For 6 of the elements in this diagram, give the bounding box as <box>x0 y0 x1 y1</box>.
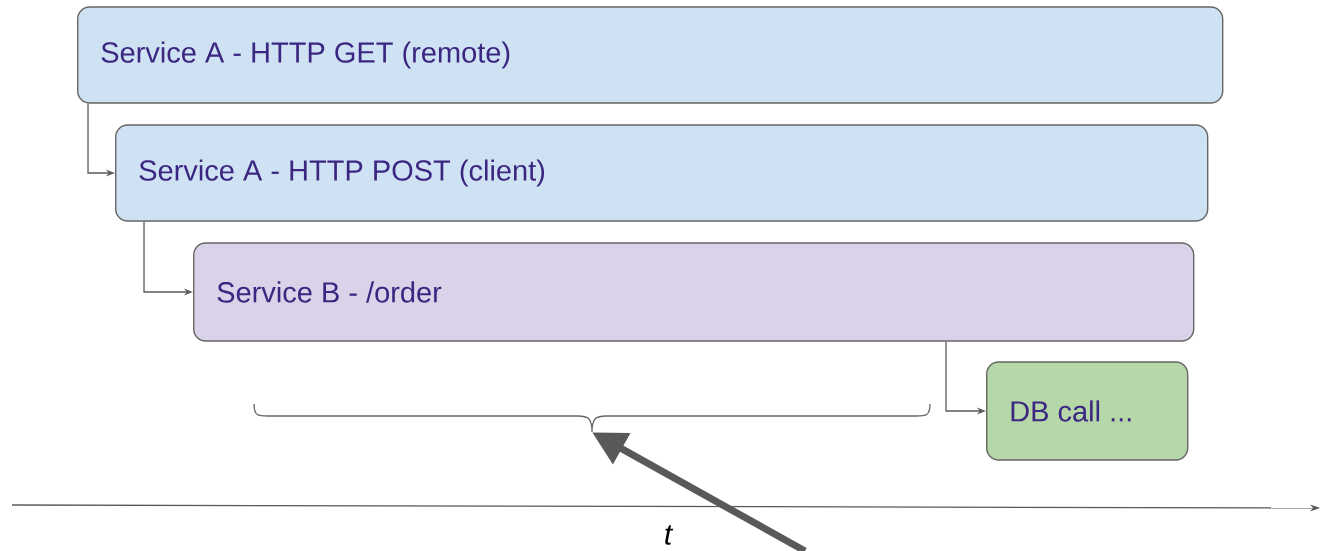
process-box: Service B - /order <box>193 242 1195 342</box>
process-box: DB call ... <box>986 361 1189 461</box>
process-box: Service A - HTTP POST (client) <box>115 124 1209 222</box>
process-box: Service A - HTTP GET (remote) <box>77 6 1224 104</box>
axis-label: t <box>665 525 674 545</box>
brace <box>253 403 931 433</box>
